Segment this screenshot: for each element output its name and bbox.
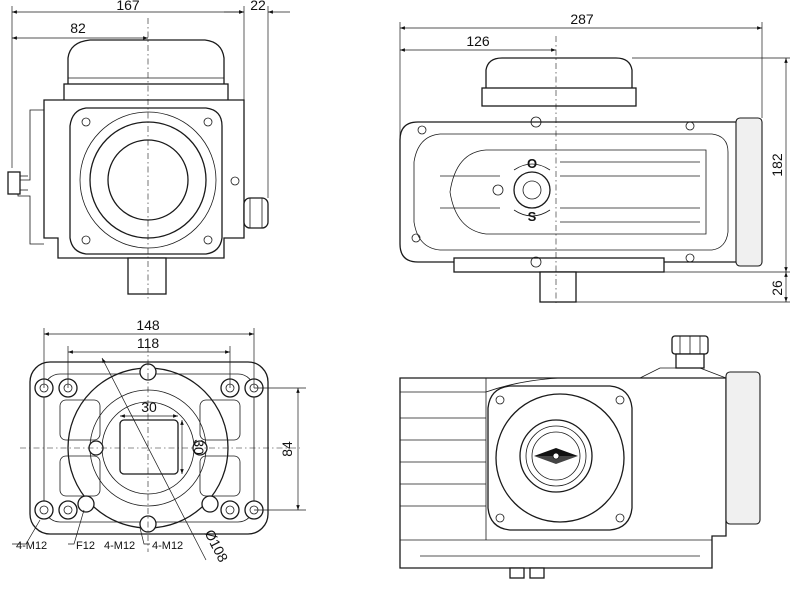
dim-side-center: 126	[466, 33, 490, 49]
callout-f12: F12	[76, 540, 95, 552]
side-view: O S 287 126 182 26	[399, 11, 790, 304]
callout-4-m12-left: 4-M12	[16, 540, 47, 552]
dim-bottom-outer: 148	[136, 317, 160, 333]
dim-side-length: 287	[570, 11, 594, 27]
top-end-cap	[725, 371, 761, 525]
dim-square-width: 30	[141, 399, 157, 415]
front-cable-gland	[243, 197, 269, 229]
side-output-shaft	[539, 271, 577, 303]
dim-side-shaft: 26	[769, 280, 785, 296]
side-end-cap	[735, 117, 763, 267]
bottom-square-drive	[119, 419, 179, 475]
front-output-shaft	[127, 257, 167, 295]
side-cover-cap	[485, 57, 633, 97]
side-manual-indicator	[513, 171, 551, 209]
callout-4-m12-middle: 4-M12	[104, 540, 135, 552]
dim-square-height: 30	[191, 439, 207, 455]
bottom-view: 148 118 30 30 84 Ø108 4-M12 F12 4-M12 4-…	[12, 317, 306, 565]
dim-side-height: 182	[769, 153, 785, 177]
dim-front-width: 167	[116, 0, 140, 13]
callout-4-m12-right: 4-M12	[152, 540, 183, 552]
dim-bottom-vertical: 84	[279, 441, 295, 457]
dim-bottom-bolt: 118	[137, 335, 160, 351]
indicator-open-label: O	[527, 156, 537, 171]
front-cover-cap	[67, 39, 225, 97]
indicator-shut-label: S	[528, 209, 537, 224]
side-body	[399, 121, 739, 263]
front-view: 167 82 22	[7, 0, 290, 300]
dim-front-half: 82	[70, 20, 86, 36]
dim-front-side: 22	[250, 0, 266, 13]
top-view	[399, 335, 761, 579]
front-neck	[63, 83, 229, 103]
